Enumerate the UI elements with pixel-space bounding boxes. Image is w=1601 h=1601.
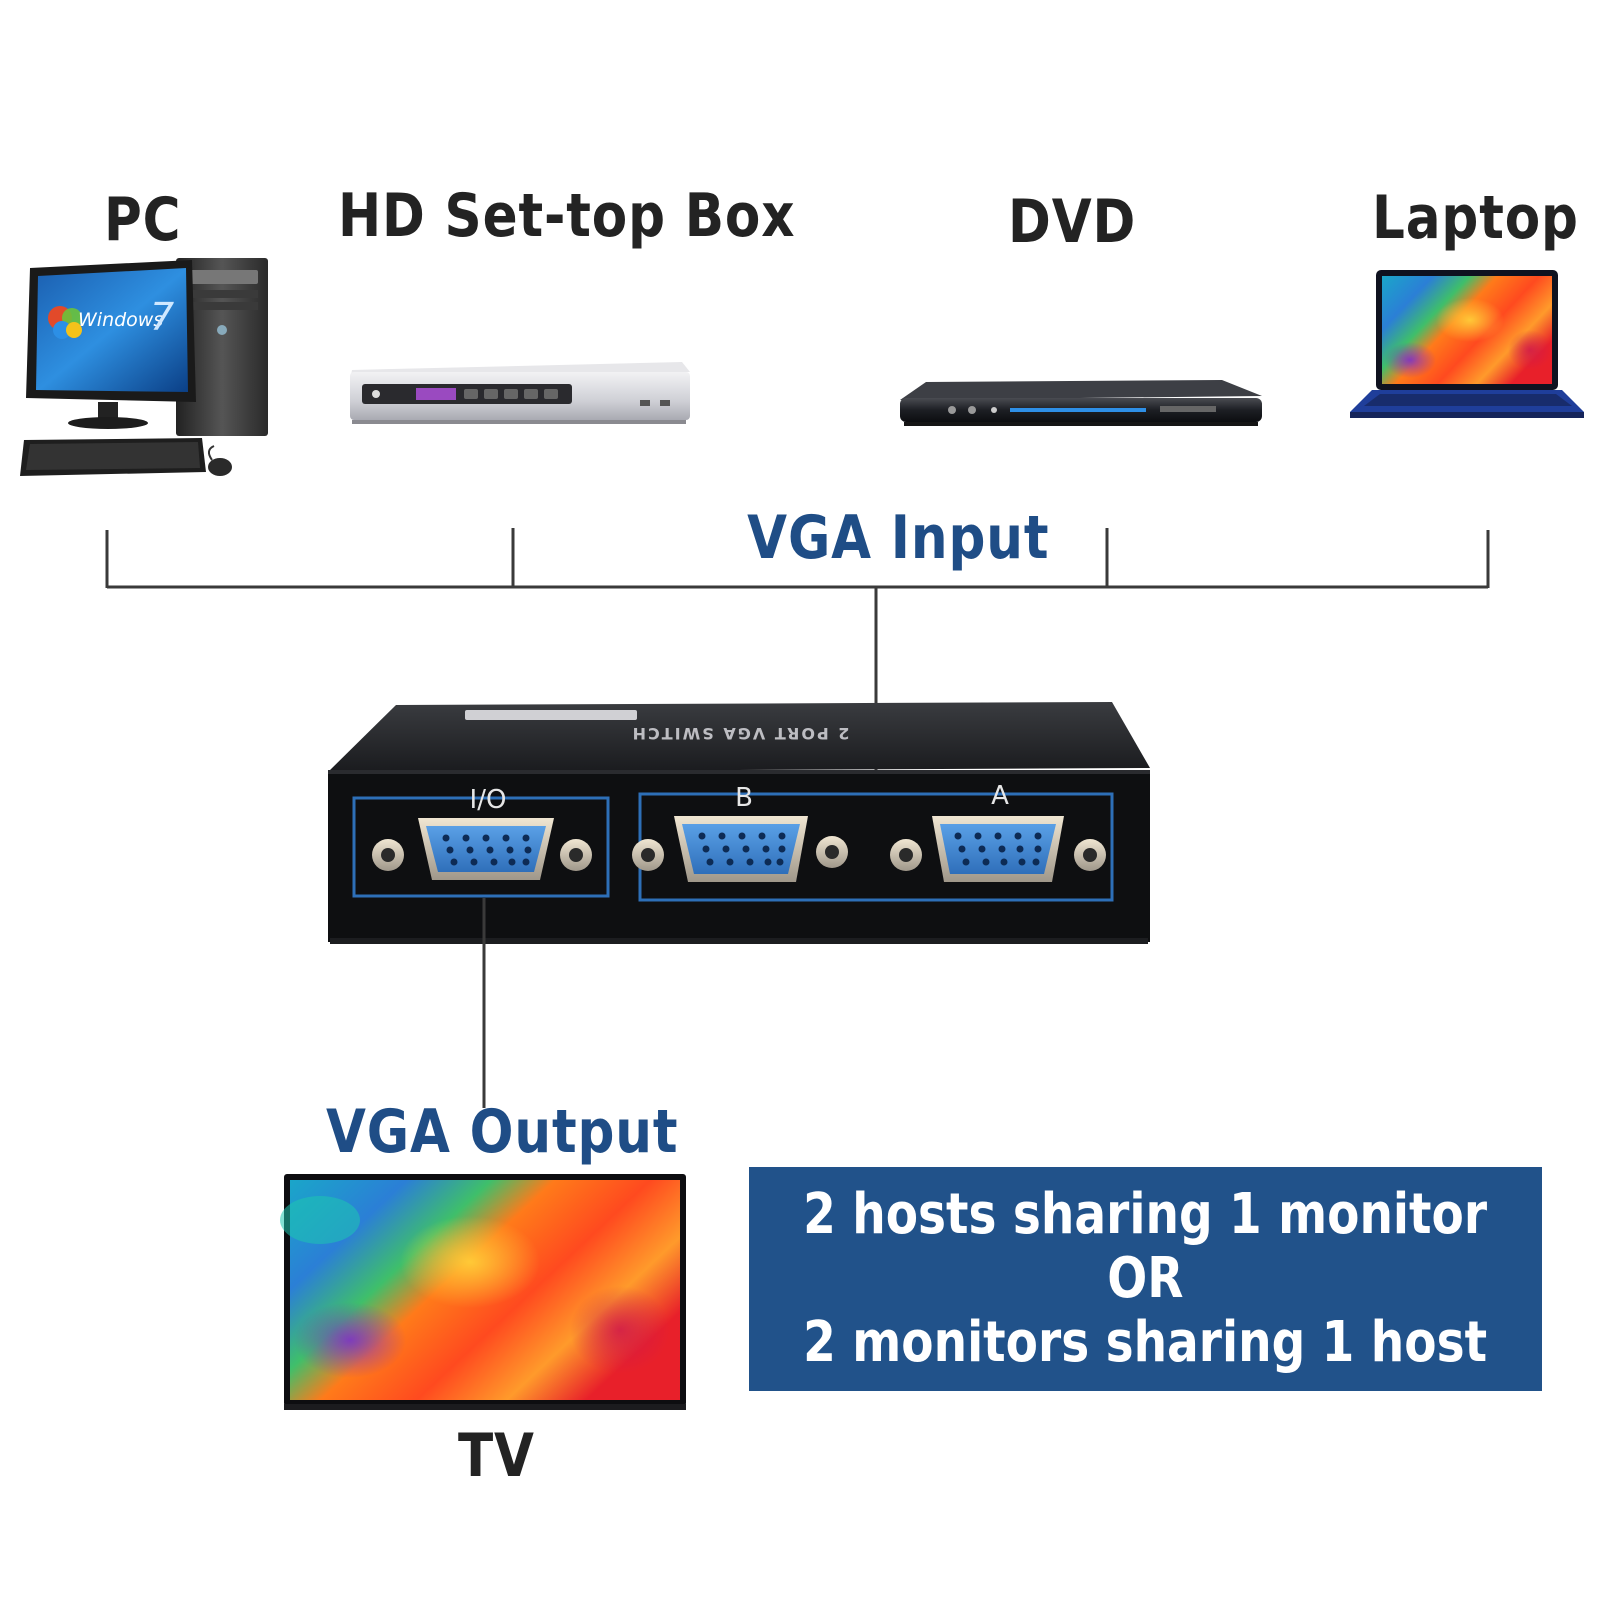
info-line-2: OR	[1107, 1246, 1184, 1311]
vga-output-label: VGA Output	[326, 1097, 679, 1167]
info-box: 2 hosts sharing 1 monitor OR 2 monitors …	[749, 1167, 1542, 1391]
port-label-a: A	[991, 781, 1009, 811]
port-label-io: I/O	[470, 785, 507, 815]
dvd-label: DVD	[1008, 187, 1137, 257]
vga-switch-icon: 2 PORT VGA SWITCH I/O B A	[328, 702, 1150, 944]
laptop-icon	[1350, 270, 1584, 418]
vga-input-label: VGA Input	[742, 508, 1055, 568]
pc-icon: Windows 7	[20, 258, 268, 476]
tv-icon	[280, 1174, 686, 1410]
laptop-label: Laptop	[1372, 183, 1579, 253]
info-line-3: 2 monitors sharing 1 host	[803, 1310, 1488, 1375]
input-bracket	[105, 528, 1490, 796]
pc-screen-text: Windows	[78, 309, 163, 331]
output-port-frame	[352, 796, 610, 898]
info-line-1: 2 hosts sharing 1 monitor	[803, 1182, 1488, 1247]
vga-port-a	[890, 816, 1106, 882]
vga-port-b	[632, 816, 848, 882]
tv-label: TV	[458, 1421, 535, 1491]
dvd-player-icon	[900, 380, 1262, 426]
vga-port-io	[372, 818, 592, 880]
switch-top-text: 2 PORT VGA SWITCH	[631, 724, 850, 743]
settop-box-icon	[350, 362, 690, 424]
port-label-b: B	[735, 783, 753, 813]
pc-label: PC	[104, 185, 182, 255]
pc-screen-badge: 7	[150, 295, 174, 339]
settop-box-label: HD Set-top Box	[338, 181, 796, 251]
